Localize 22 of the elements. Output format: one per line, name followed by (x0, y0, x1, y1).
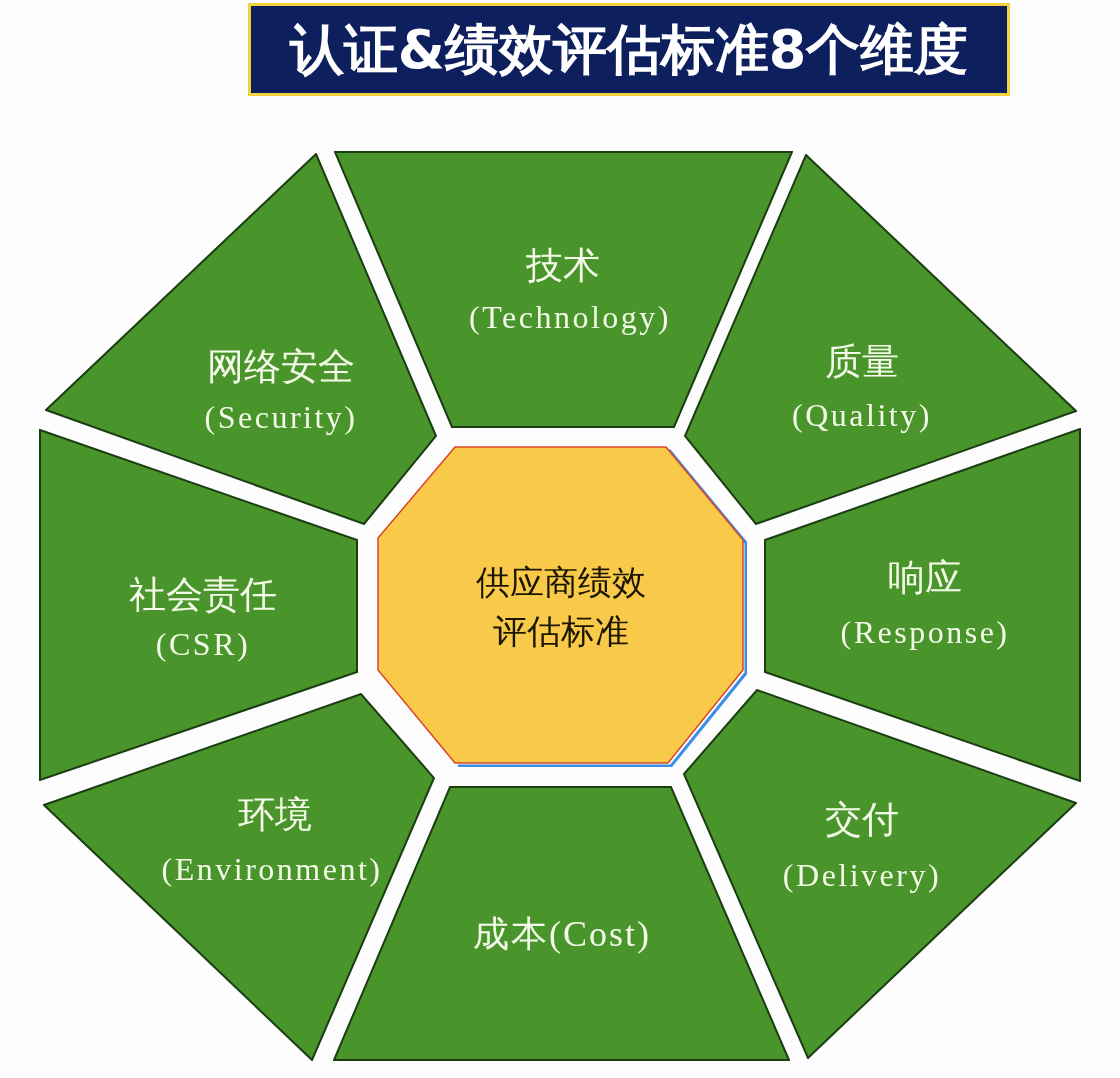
category-name: 成本(Cost) (473, 915, 651, 955)
segment-shape (683, 689, 1077, 1059)
english-name: (CSR) (155, 627, 251, 663)
octagon-shape (374, 443, 747, 767)
category-name: 技术 (526, 245, 600, 287)
english-name: (Technology) (469, 300, 671, 336)
segment-shape (684, 154, 1077, 525)
center-label: 供应商绩效评估标准 (475, 561, 647, 653)
title-banner: 认证&绩效评估标准8个维度 (248, 3, 1010, 96)
english-name: (Delivery) (782, 858, 942, 894)
category-name: 质量 (825, 341, 899, 383)
english-name: (Quality) (792, 398, 932, 434)
category-name: 交付 (825, 799, 899, 841)
category-name: 社会责任 (129, 574, 277, 616)
segment-shape (43, 693, 435, 1061)
english-name: (Security) (204, 400, 358, 436)
english-name: (Response) (840, 615, 1010, 651)
category-name: 网络安全 (207, 346, 355, 388)
category-name: 响应 (888, 557, 962, 599)
english-name: (Environment) (161, 852, 383, 888)
segment-shape (45, 153, 437, 525)
category-name: 环境 (238, 794, 312, 836)
